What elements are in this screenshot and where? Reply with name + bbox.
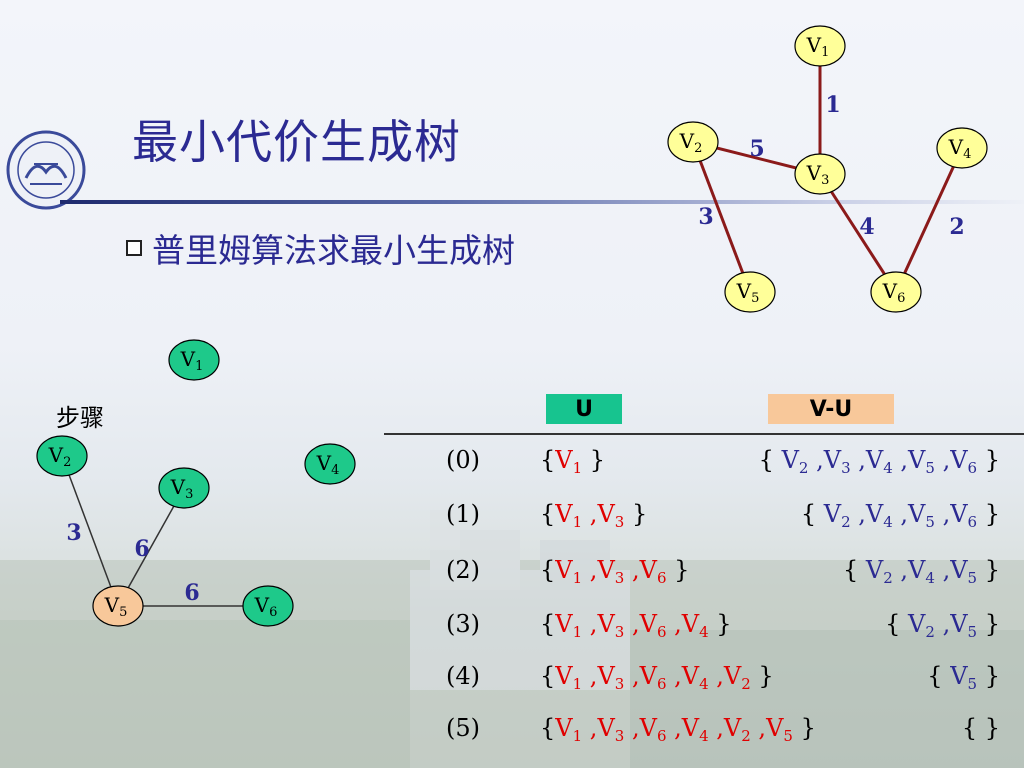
title-divider xyxy=(60,200,1024,204)
top-node-V6: V6 xyxy=(870,271,922,313)
row-vu-set: { V5 } xyxy=(927,662,1000,693)
row-step: (4) xyxy=(446,662,480,690)
top-edge-V3-V6 xyxy=(818,173,898,293)
header-v-minus-u: V-U xyxy=(768,394,894,424)
top-weight-V2-V5: 3 xyxy=(698,204,713,230)
bottom-node-V6: V6 xyxy=(242,585,294,627)
top-node-V4: V4 xyxy=(936,127,988,169)
bottom-weight-V2-V5: 3 xyxy=(66,520,81,546)
bottom-weight-V5-V6: 6 xyxy=(184,580,199,606)
row-u-set: {V1 ,V3 ,V6 ,V4 ,V2 } xyxy=(540,662,774,693)
row-vu-set: { V2 ,V5 } xyxy=(885,610,1000,641)
row-u-set: {V1 ,V3 ,V6 ,V4 ,V2 ,V5 } xyxy=(540,714,816,745)
bottom-node-V5: V5 xyxy=(92,585,144,627)
top-edge-V4-V6 xyxy=(894,147,964,293)
bottom-edge-V3-V5 xyxy=(117,487,185,607)
row-u-set: {V1 ,V3 ,V6 } xyxy=(540,556,690,587)
row-u-set: {V1 } xyxy=(540,446,606,477)
row-vu-set: { V2 ,V3 ,V4 ,V5 ,V6 } xyxy=(758,446,1000,477)
university-logo xyxy=(6,130,86,210)
row-u-set: {V1 ,V3 } xyxy=(540,500,648,531)
top-node-V5: V5 xyxy=(724,271,776,313)
row-vu-set: { V2 ,V4 ,V5 } xyxy=(842,556,1000,587)
row-step: (3) xyxy=(446,610,480,638)
table-header-rule xyxy=(384,433,1024,435)
row-step: (5) xyxy=(446,714,480,742)
top-weight-V1-V3: 1 xyxy=(825,92,840,118)
page-title: 最小代价生成树 xyxy=(132,115,461,169)
bottom-node-V2: V2 xyxy=(36,435,88,477)
row-vu-set: { } xyxy=(961,714,1000,742)
top-edge-V2-V5 xyxy=(691,141,752,293)
bullet-item: 普里姆算法求最小生成树 xyxy=(126,224,515,272)
top-weight-V2-V3: 5 xyxy=(749,136,764,162)
bullet-text: 普里姆算法求最小生成树 xyxy=(152,231,515,270)
top-node-V2: V2 xyxy=(667,121,719,163)
bottom-node-V4: V4 xyxy=(304,443,356,485)
top-node-V3: V3 xyxy=(794,153,846,195)
bottom-edge-V2-V5 xyxy=(61,455,119,607)
row-step: (0) xyxy=(446,446,480,474)
bottom-node-V1: V1 xyxy=(168,339,220,381)
bottom-weight-V3-V5: 6 xyxy=(134,536,149,562)
background-campus-photo xyxy=(0,510,1024,768)
row-u-set: {V1 ,V3 ,V6 ,V4 } xyxy=(540,610,732,641)
row-step: (1) xyxy=(446,500,480,528)
top-weight-V4-V6: 2 xyxy=(949,214,964,240)
row-vu-set: { V2 ,V4 ,V5 ,V6 } xyxy=(800,500,1000,531)
header-step: 步骤 xyxy=(56,404,104,432)
bottom-node-V3: V3 xyxy=(158,467,210,509)
row-step: (2) xyxy=(446,556,480,584)
top-weight-V3-V6: 4 xyxy=(859,214,874,240)
top-node-V1: V1 xyxy=(794,25,846,67)
header-u: U xyxy=(546,394,622,424)
checkbox-bullet-icon xyxy=(126,240,142,256)
